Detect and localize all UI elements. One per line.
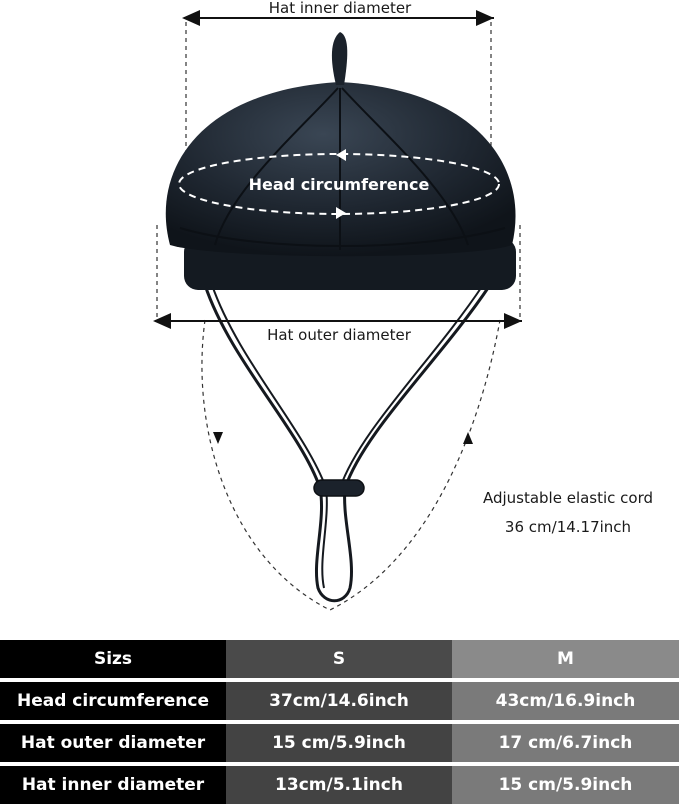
cord-guide-arrow-left: [213, 432, 223, 444]
table-cell: 15 cm/5.9inch: [226, 724, 452, 762]
size-chart-table: Sizs S M Head circumference 37cm/14.6inc…: [0, 636, 679, 808]
circumference-arrow-bottom: [336, 207, 346, 219]
row-label-cell: Hat inner diameter: [0, 766, 226, 804]
table-cell: 43cm/16.9inch: [452, 682, 679, 720]
header-cell: S: [226, 640, 452, 678]
outer-diameter-label: Hat outer diameter: [267, 326, 412, 344]
inner-diameter-label: Hat inner diameter: [269, 0, 412, 17]
hat-size-diagram: Hat inner diameter Head circumference Ha…: [153, 0, 522, 611]
header-cell: M: [452, 640, 679, 678]
head-circumference-ellipse: [178, 153, 500, 215]
circumference-arrow-top: [336, 149, 346, 161]
table-cell: 17 cm/6.7inch: [452, 724, 679, 762]
header-cell: Sizs: [0, 640, 226, 678]
table-row: Hat inner diameter 13cm/5.1inch 15 cm/5.…: [0, 766, 679, 804]
head-circumference-label: Head circumference: [249, 175, 430, 194]
row-label-cell: Hat outer diameter: [0, 724, 226, 762]
row-label-cell: Head circumference: [0, 682, 226, 720]
cord-label-line1: Adjustable elastic cord: [482, 489, 654, 507]
cord-toggle: [313, 479, 365, 497]
beret-hat: [165, 32, 516, 290]
table-cell: 37cm/14.6inch: [226, 682, 452, 720]
table-row: Hat outer diameter 15 cm/5.9inch 17 cm/6…: [0, 724, 679, 762]
elastic-cord: [203, 284, 492, 603]
table-row: Head circumference 37cm/14.6inch 43cm/16…: [0, 682, 679, 720]
table-cell: 15 cm/5.9inch: [452, 766, 679, 804]
cord-label-line2: 36 cm/14.17inch: [504, 518, 632, 536]
cord-guide-arrow-right: [463, 432, 473, 444]
table-header-row: Sizs S M: [0, 640, 679, 678]
table-cell: 13cm/5.1inch: [226, 766, 452, 804]
